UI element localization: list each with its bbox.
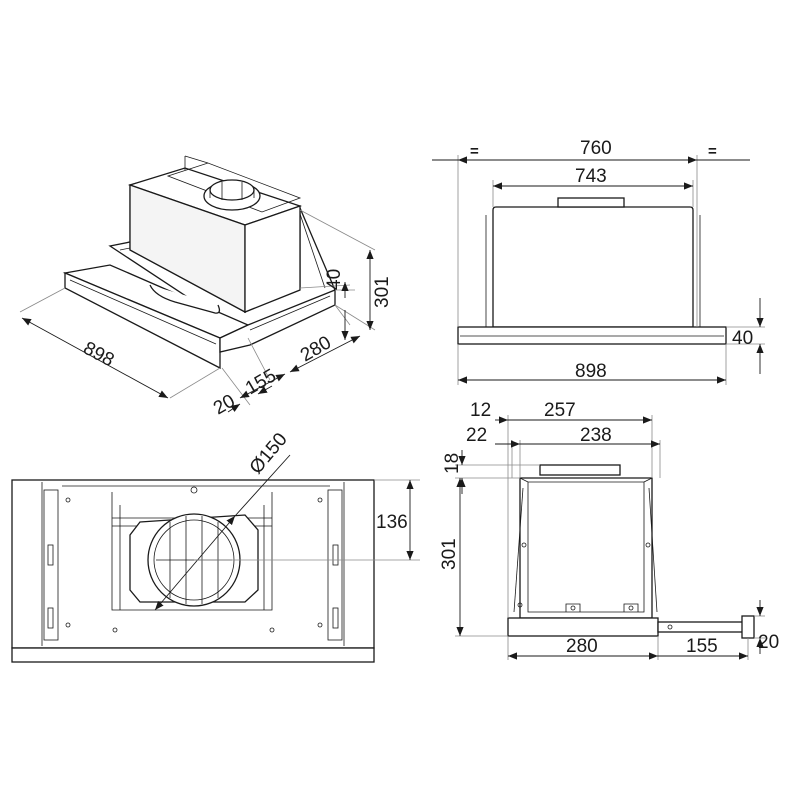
front-cutout-label: 760 — [580, 138, 612, 159]
front-body-width-label: 743 — [575, 166, 607, 187]
iso-width-label: 898 — [80, 338, 118, 371]
side-view: 12 257 22 238 18 301 280 155 20 — [439, 400, 779, 660]
duct-collar-icon — [203, 179, 261, 211]
side-dim-22-label: 22 — [466, 425, 487, 446]
duct-diameter-label: Ø150 — [246, 429, 292, 478]
front-view: 760 = = 743 898 40 — [432, 138, 765, 385]
side-dim-18-label: 18 — [442, 453, 463, 474]
front-height-label: 40 — [732, 328, 753, 349]
duct-offset-label: 136 — [376, 512, 408, 533]
equal-left-label: = — [470, 143, 479, 160]
iso-front-height-label: 40 — [324, 269, 345, 290]
iso-depth-label: 280 — [297, 332, 335, 366]
side-dim-257-label: 257 — [544, 400, 576, 421]
side-depth-label: 280 — [566, 636, 598, 657]
equal-right-label: = — [708, 143, 717, 160]
front-width-label: 898 — [575, 361, 607, 382]
side-dim-12-label: 12 — [470, 400, 491, 421]
iso-offset-label: 20 — [210, 391, 239, 420]
side-offset-label: 20 — [758, 632, 779, 653]
isometric-view: 898 301 40 280 155 20 — [19, 155, 393, 420]
bottom-view: Ø150 136 — [11, 429, 420, 663]
side-extension-label: 155 — [686, 636, 718, 657]
side-height-label: 301 — [439, 538, 460, 570]
iso-height-label: 301 — [372, 276, 393, 308]
side-dim-238-label: 238 — [580, 425, 612, 446]
